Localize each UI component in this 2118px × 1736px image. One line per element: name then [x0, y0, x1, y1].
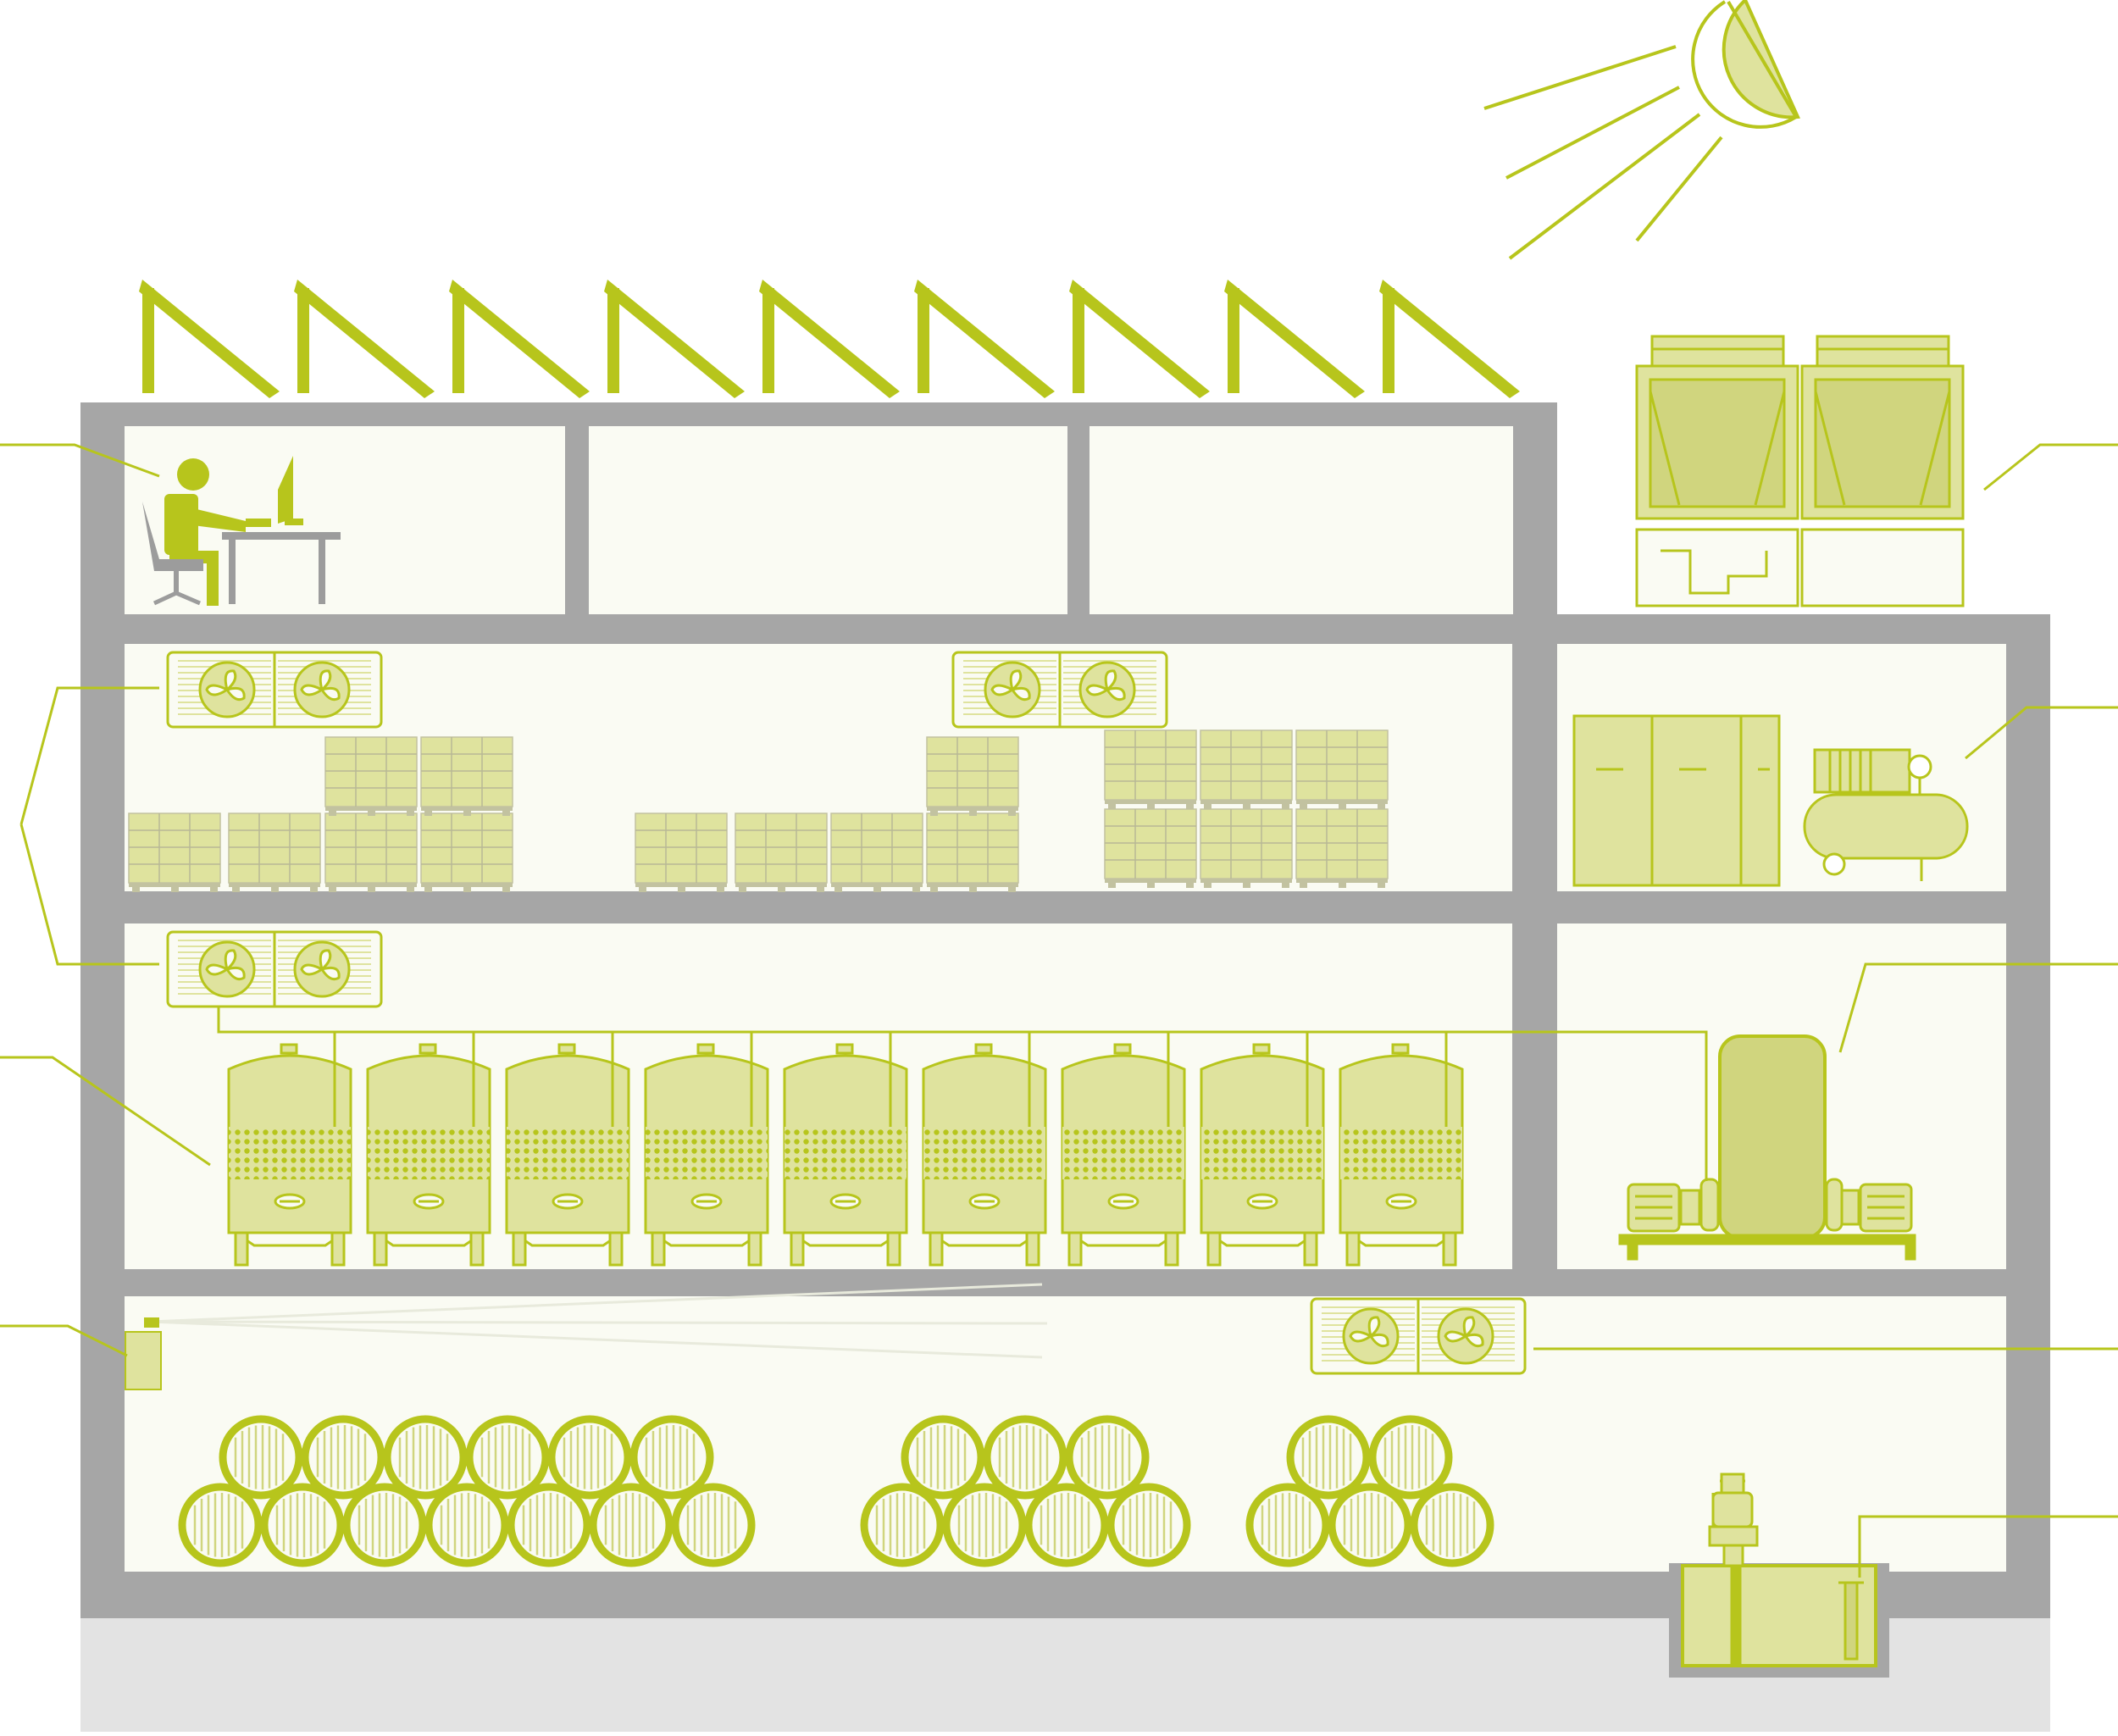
barrel-icon [383, 1415, 468, 1500]
barrel-icon [671, 1483, 756, 1567]
barrel-icon [1328, 1483, 1412, 1567]
fermentation-tank-group [227, 1043, 1464, 1267]
chiller-unit [1635, 335, 1799, 607]
barrel-icon [507, 1483, 591, 1567]
fermentation-tank-icon [1200, 1043, 1325, 1267]
fan-cooler-group [166, 651, 1527, 1375]
barrel-icon [983, 1415, 1067, 1500]
air-compressor-icon [1803, 748, 1969, 881]
barrel-icon [1065, 1415, 1150, 1500]
chiller-unit [1800, 335, 1965, 607]
sun-icon [1483, 0, 1800, 260]
barrel-icon [589, 1483, 674, 1567]
barrel-icon [178, 1483, 263, 1567]
pallet-stack-icon [1200, 729, 1293, 809]
solar-panel-icon [1069, 280, 1210, 398]
fan-cooler-icon [166, 651, 383, 729]
barrel-icon [901, 1415, 985, 1500]
pallet-stack-icon [228, 813, 321, 892]
fan-cooler-icon [951, 651, 1168, 729]
pallet-stack-icon [1295, 729, 1389, 809]
room-top-middle [589, 426, 1067, 614]
buffer-tank-icon [1718, 1034, 1827, 1240]
rooftop-chiller-icon [1635, 335, 1965, 607]
barrel-icon [424, 1483, 509, 1567]
office-worker-icon [142, 458, 246, 606]
barrel-icon [260, 1483, 345, 1567]
solar-panel-icon [759, 280, 900, 398]
compressor-cabinet-icon [1572, 714, 1781, 887]
barrel-icon [860, 1483, 945, 1567]
barrel-icon [547, 1415, 632, 1500]
pallet-stack-icon [1104, 808, 1197, 888]
pallet-stack-icon [128, 813, 221, 892]
pump-icon [1618, 1178, 1916, 1261]
pallet-stack-icon [830, 813, 923, 892]
room-top-right [1089, 426, 1513, 614]
barrel-icon [1106, 1483, 1191, 1567]
pallet-stack-icon [324, 736, 418, 816]
barrel-icon [465, 1415, 550, 1500]
fermentation-tank-icon [505, 1043, 630, 1267]
solar-panel-icon [604, 280, 745, 398]
callout-lines [0, 443, 2118, 1578]
pallet-stack-icon [420, 813, 513, 892]
solar-panel-icon [1379, 280, 1520, 398]
fan-cooler-icon [166, 930, 383, 1008]
barrel-group [178, 1415, 1494, 1567]
pallet-stack-icon [1295, 808, 1389, 888]
pallet-stack-icon [1104, 729, 1197, 809]
fan-cooler-icon [1310, 1297, 1527, 1375]
barrel-icon [219, 1415, 303, 1500]
solar-panel-icon [914, 280, 1055, 398]
barrel-icon [1286, 1415, 1371, 1500]
pallet-stack-group [128, 729, 1389, 892]
pallet-stack-icon [926, 736, 1019, 816]
pallet-stack-icon [1200, 808, 1293, 888]
barrel-icon [1024, 1483, 1109, 1567]
barrel-icon [1245, 1483, 1330, 1567]
barrel-icon [1410, 1483, 1494, 1567]
pallet-stack-icon [735, 813, 828, 892]
barrel-icon [1368, 1415, 1453, 1500]
cooling-pipes [217, 1007, 1708, 1181]
fermentation-tank-icon [1339, 1043, 1464, 1267]
humidifier-icon [125, 1283, 1048, 1390]
water-tank-pump-icon [1708, 1473, 1864, 1666]
fermentation-tank-icon [644, 1043, 769, 1267]
fermentation-tank-icon [783, 1043, 908, 1267]
fermentation-tank-icon [1061, 1043, 1186, 1267]
solar-panel-icon [449, 280, 590, 398]
fermentation-tank-icon [922, 1043, 1047, 1267]
pallet-stack-icon [324, 813, 418, 892]
solar-panel-array [139, 280, 1520, 398]
fermentation-tank-icon [227, 1043, 352, 1267]
pallet-stack-icon [926, 813, 1019, 892]
pallet-stack-icon [635, 813, 728, 892]
fermentation-tank-icon [366, 1043, 491, 1267]
solar-panel-icon [139, 280, 280, 398]
barrel-icon [342, 1483, 427, 1567]
barrel-icon [301, 1415, 385, 1500]
pallet-stack-icon [420, 736, 513, 816]
barrel-icon [942, 1483, 1027, 1567]
solar-panel-icon [294, 280, 435, 398]
barrel-icon [629, 1415, 714, 1500]
desk-computer-icon [222, 456, 341, 604]
solar-panel-icon [1224, 280, 1365, 398]
